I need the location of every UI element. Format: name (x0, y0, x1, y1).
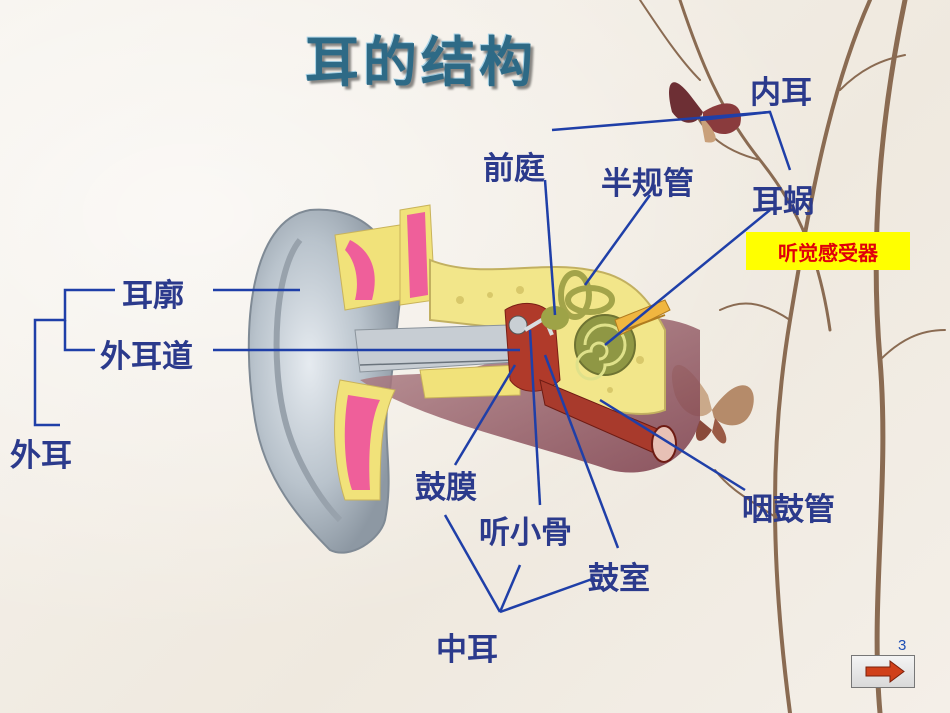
auditory-receptor-highlight: 听觉感受器 (746, 232, 910, 270)
label-cochlea: 耳蜗 (752, 184, 814, 220)
label-auricle: 耳廓 (122, 278, 184, 314)
label-ossicles: 听小骨 (479, 515, 572, 551)
right-arrow-icon (865, 660, 905, 683)
label-ear-canal: 外耳道 (100, 339, 193, 375)
label-semicircular-canals: 半规管 (601, 166, 694, 202)
slide-title: 耳的结构 (305, 31, 537, 94)
label-inner-ear: 内耳 (750, 75, 812, 111)
label-middle-ear: 中耳 (436, 632, 498, 668)
label-vestibule: 前庭 (483, 151, 545, 187)
label-tympanic-cavity: 鼓室 (588, 561, 650, 597)
butterfly-top (669, 82, 741, 143)
next-slide-button[interactable] (851, 655, 915, 688)
label-eustachian-tube: 咽鼓管 (742, 492, 835, 528)
page-number: 3 (898, 637, 907, 654)
label-eardrum: 鼓膜 (415, 470, 477, 506)
label-outer-ear: 外耳 (10, 438, 72, 474)
